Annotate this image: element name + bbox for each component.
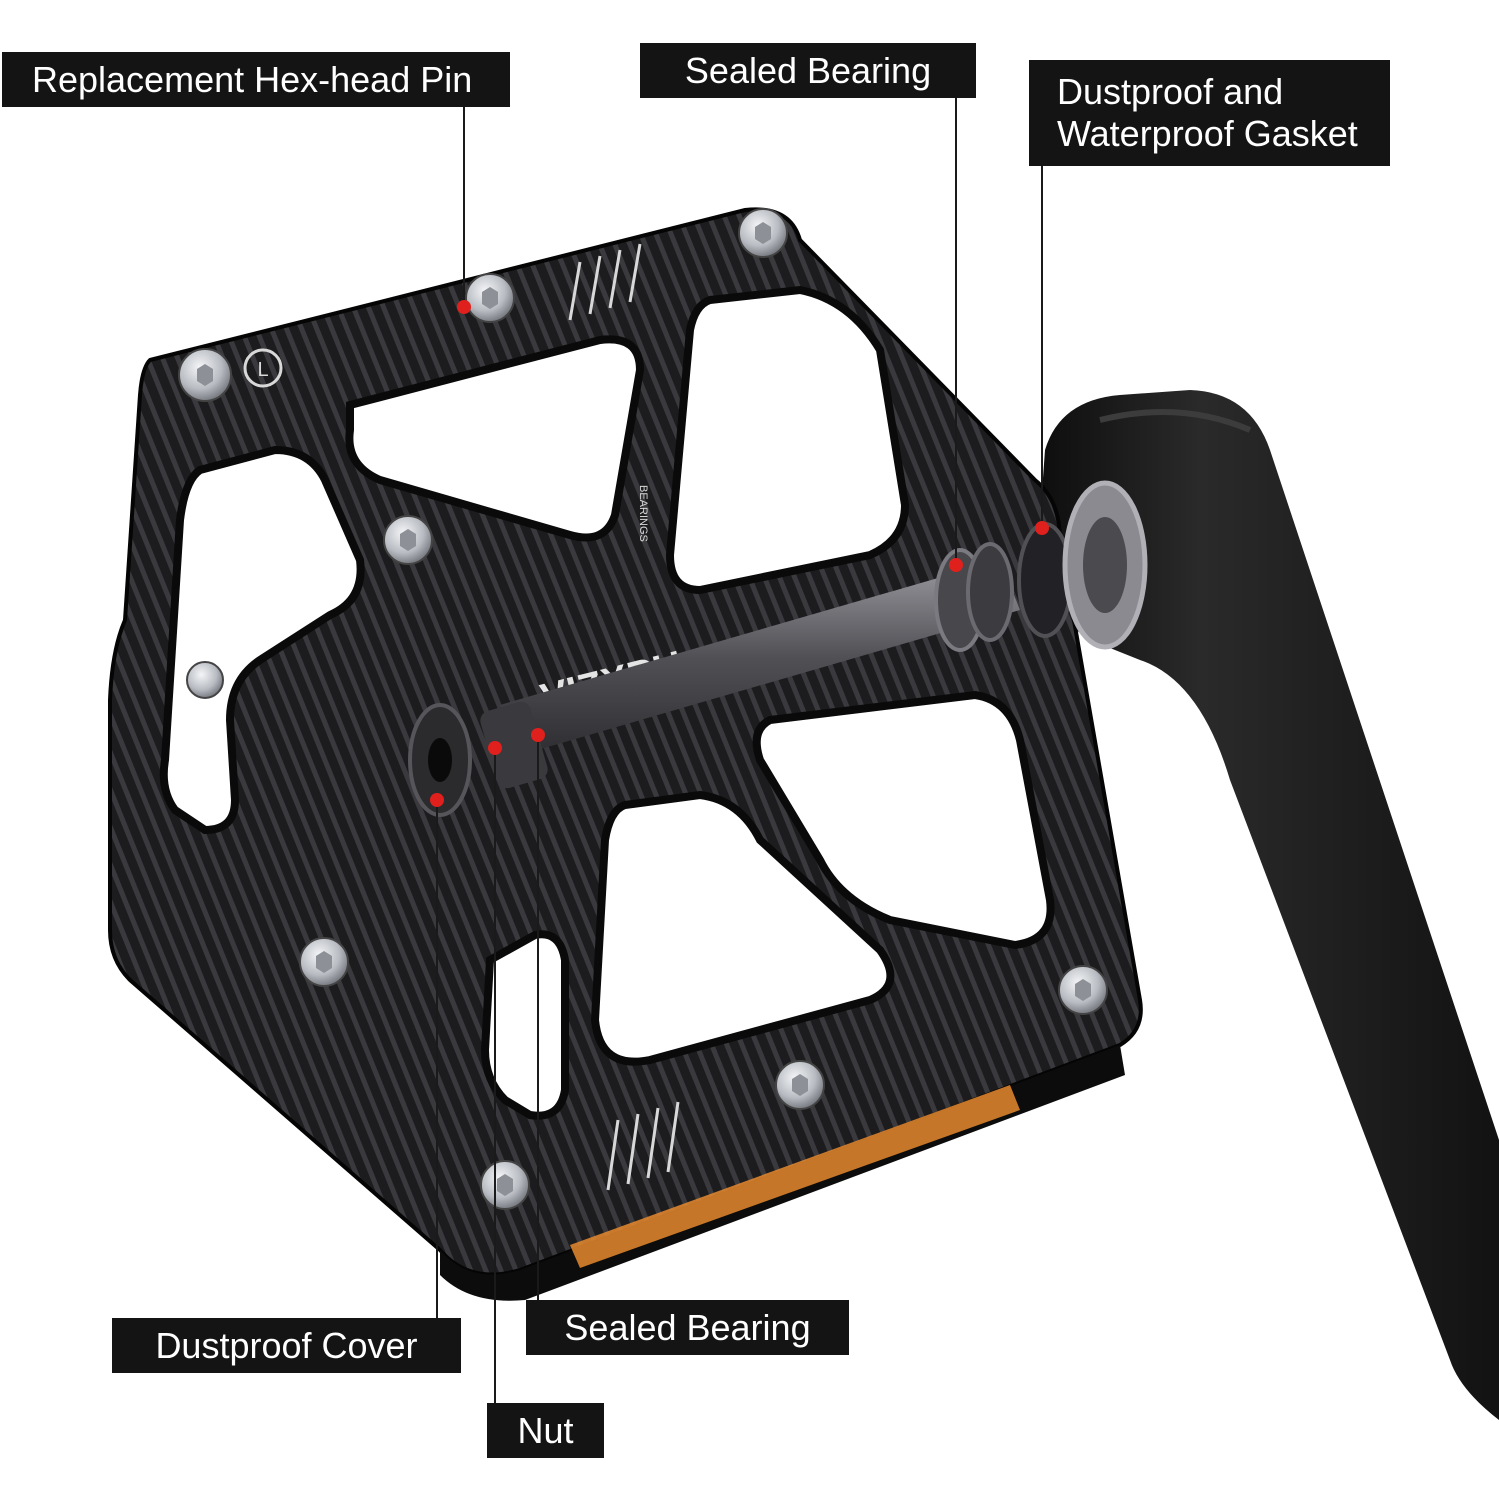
crank-arm	[1040, 390, 1499, 1420]
callout-replacement-pin: Replacement Hex-head Pin	[2, 52, 510, 107]
pedal-body	[108, 207, 1143, 1301]
marker-dot	[430, 793, 444, 807]
leader-lines	[436, 98, 1043, 1403]
marker-dot	[531, 728, 545, 742]
callout-dustproof-cover: Dustproof Cover	[112, 1318, 461, 1373]
callout-nut: Nut	[487, 1403, 604, 1458]
hex-pin	[1058, 965, 1108, 1015]
callout-gasket: Dustproof and Waterproof Gasket	[1029, 60, 1390, 166]
bearings-marking: BEARINGS	[637, 485, 649, 542]
spindle	[408, 480, 1148, 817]
callout-sealed-bearing-top: Sealed Bearing	[640, 43, 976, 98]
hex-pin	[465, 273, 515, 323]
callout-text: Replacement Hex-head Pin	[32, 58, 473, 100]
callout-text: Nut	[517, 1409, 574, 1451]
marker-dot	[1035, 521, 1049, 535]
callout-markers	[430, 300, 1049, 807]
hex-pin	[383, 515, 433, 565]
hex-pin	[480, 1160, 530, 1210]
hex-pin	[738, 208, 788, 258]
marker-dot	[488, 741, 502, 755]
hex-pins	[178, 208, 1108, 1210]
side-marker-text: L	[257, 359, 268, 381]
nut	[480, 701, 548, 789]
callout-text: Dustproof Cover	[155, 1324, 418, 1366]
hex-pin	[299, 937, 349, 987]
side-marker-l: L	[243, 348, 283, 388]
marker-dot	[949, 558, 963, 572]
callout-sealed-bearing-bottom: Sealed Bearing	[526, 1300, 849, 1355]
callout-text: Dustproof and Waterproof Gasket	[1057, 71, 1358, 154]
hex-pin	[186, 661, 224, 699]
hex-pin	[775, 1060, 825, 1110]
hex-pin	[178, 348, 232, 402]
callout-text: Sealed Bearing	[564, 1306, 811, 1348]
marker-dot	[457, 300, 471, 314]
callout-text: Sealed Bearing	[684, 49, 932, 91]
